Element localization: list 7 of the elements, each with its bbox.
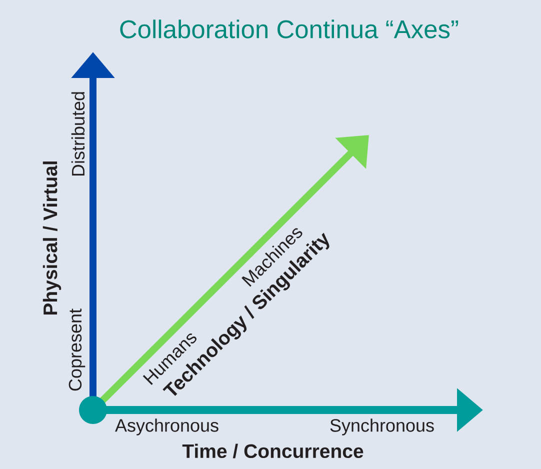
axis-end-label: Distributed	[71, 92, 85, 176]
title: Collaboration Continua “Axes”	[120, 20, 458, 38]
axis-end-label: Asychronous	[115, 418, 218, 436]
axis-end-label: Copresent	[68, 308, 86, 391]
axis-title: Time / Concurrence	[182, 444, 364, 458]
axis-title: Physical / Virtual	[42, 162, 62, 315]
axis-end-label: Synchronous	[330, 418, 434, 436]
